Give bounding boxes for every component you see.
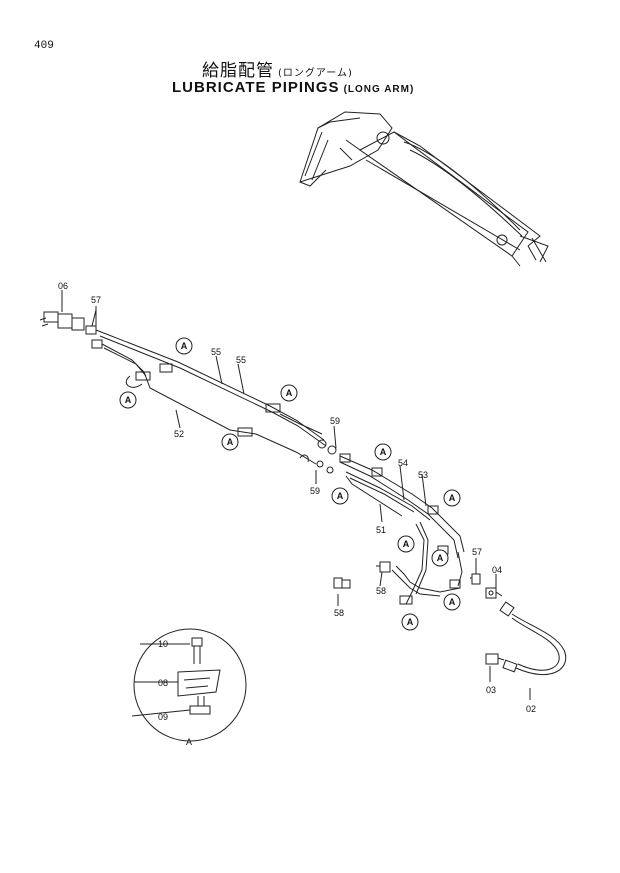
callout-55: 55 (236, 355, 246, 365)
svg-text:A: A (403, 539, 410, 549)
marker-a: A (280, 384, 298, 402)
fittings-57-04 (470, 573, 503, 599)
page-number: 409 (34, 40, 54, 52)
marker-a: A (443, 489, 461, 507)
callout-10: 10 (158, 639, 168, 649)
callout-59: 59 (310, 486, 320, 496)
callout-02: 02 (526, 704, 536, 714)
svg-text:A: A (227, 437, 234, 447)
title-jp-main: 給脂配管 (202, 61, 274, 81)
title-english: LUBRICATE PIPINGS(LONG ARM) (172, 79, 414, 96)
callout-59: 59 (330, 416, 340, 426)
marker-a: A (119, 391, 137, 409)
marker-a: A (374, 443, 392, 461)
part-callouts: 06 57 55 55 52 59 59 54 53 51 57 04 58 5… (58, 281, 536, 747)
detail-markers: A A A A A A A A A A A (119, 337, 461, 631)
callout-08: 08 (158, 678, 168, 688)
title-japanese: 給脂配管 (ロングアーム) (202, 56, 353, 81)
callout-54: 54 (398, 458, 408, 468)
marker-a: A (443, 593, 461, 611)
hose-bundle (95, 329, 337, 474)
title-jp-suffix: (ロングアーム) (278, 68, 353, 79)
marker-a: A (397, 535, 415, 553)
title-en-suffix: (LONG ARM) (343, 84, 415, 95)
arm-bucket-illustration (299, 111, 549, 267)
marker-a: A (175, 337, 193, 355)
svg-text:A: A (449, 493, 456, 503)
marker-a: A (331, 487, 349, 505)
callout-09: 09 (158, 712, 168, 722)
svg-text:A: A (380, 447, 387, 457)
callout-55: 55 (211, 347, 221, 357)
svg-text:A: A (125, 395, 132, 405)
title-en-main: LUBRICATE PIPINGS (172, 79, 340, 96)
svg-text:A: A (181, 341, 188, 351)
callout-57: 57 (472, 547, 482, 557)
svg-text:A: A (407, 617, 414, 627)
fittings-58 (333, 561, 391, 589)
callout-52: 52 (174, 429, 184, 439)
marker-a: A (401, 613, 419, 631)
callout-57: 57 (91, 295, 101, 305)
svg-text:A: A (437, 553, 444, 563)
callout-06: 06 (58, 281, 68, 291)
svg-text:A: A (286, 388, 293, 398)
detail-a-inset (131, 628, 247, 742)
callout-58: 58 (334, 608, 344, 618)
svg-text:A: A (449, 597, 456, 607)
callout-51: 51 (376, 525, 386, 535)
callout-58: 58 (376, 586, 386, 596)
right-hose-set (339, 453, 465, 605)
marker-a: A (431, 549, 449, 567)
svg-text:A: A (337, 491, 344, 501)
marker-a: A (221, 433, 239, 451)
detail-a-caption: A (186, 737, 192, 747)
leader-lines (61, 290, 531, 700)
callout-53: 53 (418, 470, 428, 480)
hose-02-assembly (485, 601, 567, 676)
callout-04: 04 (492, 565, 502, 575)
callout-03: 03 (486, 685, 496, 695)
